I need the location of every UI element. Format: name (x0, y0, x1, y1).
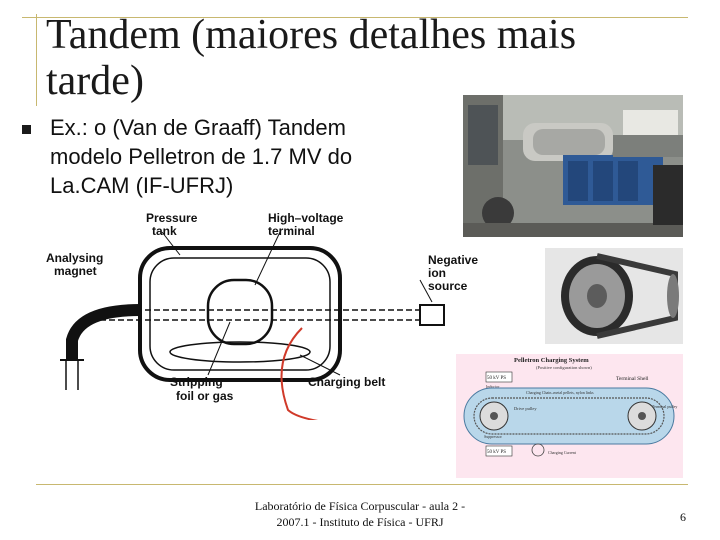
label-negative: Negative (428, 253, 478, 267)
pointer-arrow (280, 327, 319, 420)
inductor-label: Inductor (486, 384, 500, 389)
label-magnet: magnet (54, 264, 97, 278)
label-terminal: terminal (268, 224, 315, 238)
ps-bottom-label: 50 kV PS (487, 450, 506, 455)
title-rule-vertical (36, 14, 37, 106)
pelletron-charging-figure: Pelletron Charging System (Positive conf… (456, 354, 683, 478)
tandem-schematic: Pressure tank High–voltage terminal Anal… (46, 211, 478, 420)
label-tank: tank (152, 224, 177, 238)
label-stripping: Stripping (170, 375, 223, 389)
slide-title: Tandem (maiores detalhes mais tarde) (46, 12, 646, 104)
charging-current-label: Charging Current (548, 450, 577, 455)
terminal-pulley-label: Terminal pulley (652, 404, 677, 409)
bullet-text: Ex.: o (Van de Graaff) Tandem modelo Pel… (50, 115, 353, 198)
charging-figure-subtitle: (Positive configuration shown) (536, 365, 592, 370)
label-analysing: Analysing (46, 251, 103, 265)
ps-top-label: 50 kV PS (487, 376, 506, 381)
title-rule-horizontal (22, 17, 688, 18)
footer-rule (36, 484, 688, 485)
label-high-voltage: High–voltage (268, 211, 344, 225)
suppressor-label: Suppressor (484, 434, 502, 439)
charging-pulley-photo (545, 248, 683, 344)
label-ion: ion (428, 266, 446, 280)
footer-line-1: Laboratório de Física Corpuscular - aula… (254, 499, 466, 513)
label-source: source (428, 279, 468, 293)
footer-text: Laboratório de Física Corpuscular - aula… (240, 498, 480, 530)
charging-figure-title: Pelletron Charging System (514, 357, 589, 364)
ion-source-box (419, 304, 445, 326)
drive-pulley-label: Drive pulley (514, 406, 537, 411)
page-number: 6 (680, 510, 686, 524)
terminal-shell-label: Terminal Shell (616, 376, 649, 382)
charging-chain-label: Charging Chain–metal pellets, nylon link… (526, 390, 594, 396)
label-charging-belt: Charging belt (308, 375, 385, 389)
label-pressure: Pressure (146, 211, 198, 225)
slide-title-line-1: Tandem (maiores detalhes mais (46, 12, 577, 58)
bullet-square-icon (22, 125, 31, 134)
slide-title-line-2: tarde) (46, 58, 144, 104)
high-voltage-terminal-outline (206, 278, 274, 346)
accelerator-lab-photo (463, 95, 683, 237)
label-foil-or-gas: foil or gas (176, 389, 234, 403)
footer-line-2: 2007.1 - Instituto de Física - UFRJ (276, 515, 444, 529)
